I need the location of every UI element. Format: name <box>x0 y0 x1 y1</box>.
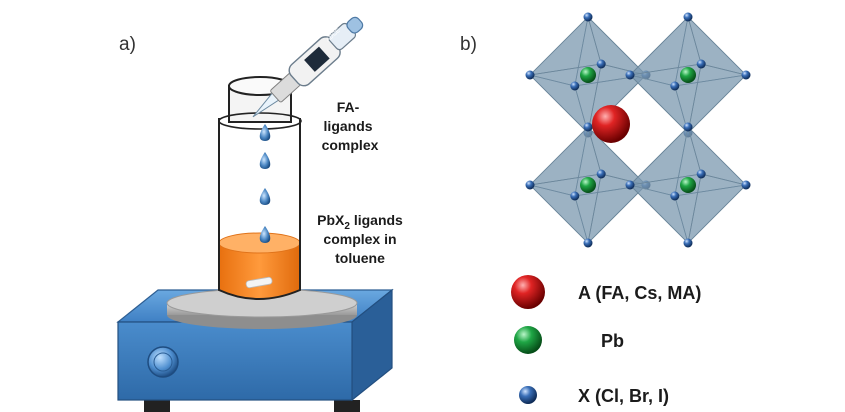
pbx6-octahedron <box>525 122 651 248</box>
droplet <box>259 226 271 243</box>
legend-x-site-label: X (Cl, Br, I) <box>578 386 669 406</box>
x-atom <box>683 238 693 248</box>
pbx6-octahedron <box>625 122 751 248</box>
x-atom <box>670 191 680 201</box>
legend-a-site-icon <box>511 275 545 309</box>
annotation-line: complex <box>322 137 379 153</box>
stir-plate-disk <box>166 288 358 329</box>
droplet <box>259 188 271 205</box>
vial <box>218 76 302 300</box>
annotation-line: ligands <box>324 118 373 134</box>
x-atom <box>683 12 693 22</box>
perovskite-crystal-structure <box>525 12 751 248</box>
x-atom <box>696 59 706 69</box>
pipette <box>252 16 364 118</box>
x-atom <box>570 191 580 201</box>
x-atom <box>741 180 751 190</box>
legend-pb-icon <box>514 326 542 354</box>
x-atom <box>596 169 606 179</box>
legend-x-site-icon <box>519 386 537 404</box>
annotation-fa-ligands: FA- ligands complex <box>322 99 379 153</box>
legend-pb-label: Pb <box>601 331 624 351</box>
orange-solution <box>219 243 300 299</box>
legend: A (FA, Cs, MA) Pb X (Cl, Br, I) <box>511 275 701 406</box>
x-atom <box>683 122 693 132</box>
x-atom <box>583 122 593 132</box>
vial-glass <box>218 118 301 300</box>
x-atom <box>525 180 535 190</box>
octahedron-face <box>687 63 747 135</box>
x-atom <box>583 238 593 248</box>
octahedron-face <box>687 173 747 245</box>
a-site-atom <box>592 105 630 143</box>
x-atom <box>696 169 706 179</box>
hotplate-foot <box>144 400 170 412</box>
x-atom <box>741 70 751 80</box>
legend-a-site-label: A (FA, Cs, MA) <box>578 283 701 303</box>
pb-atom <box>680 177 696 193</box>
panel-b-label: b) <box>460 34 477 55</box>
x-atom <box>625 180 635 190</box>
pb-atom <box>580 177 596 193</box>
x-atom <box>583 12 593 22</box>
x-atom <box>670 81 680 91</box>
droplet <box>259 124 271 141</box>
annotation-pbx2-line2: complex in <box>323 231 396 247</box>
x-atom <box>625 70 635 80</box>
panel-a-label: a) <box>119 34 136 55</box>
stir-bar <box>245 276 273 289</box>
droplets <box>259 124 271 243</box>
hotplate-knob <box>147 346 179 378</box>
octahedron-face <box>587 173 647 245</box>
annotation-pbx2-line3: toluene <box>335 250 385 266</box>
pb-atom <box>580 67 596 83</box>
annotation-pbx2-ligands: PbX2 ligands <box>317 212 403 232</box>
droplet <box>259 152 271 169</box>
pb-atom <box>680 67 696 83</box>
x-atom <box>525 70 535 80</box>
annotation-line: FA- <box>337 99 360 115</box>
hotplate-foot <box>334 400 360 412</box>
x-atom <box>596 59 606 69</box>
pbx6-octahedron <box>625 12 751 138</box>
x-atom <box>570 81 580 91</box>
